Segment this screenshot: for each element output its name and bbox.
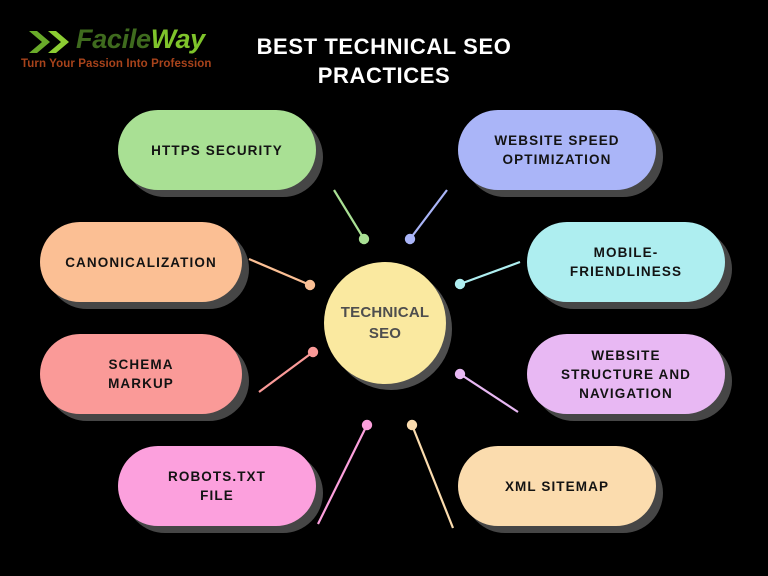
node-label-website-structure-and-navigation-line2: STRUCTURE AND — [560, 366, 692, 382]
node-robots-txt-file[interactable]: ROBOTS.TXT FILE — [118, 446, 316, 526]
node-label-mobile-friendliness: MOBILE- FRIENDLINESS — [570, 243, 682, 281]
node-label-website-speed-optimization-line1: WEBSITE SPEED — [494, 133, 620, 148]
link-mobile-friendliness — [459, 260, 521, 286]
link-canonicalization — [248, 257, 311, 287]
node-label-schema-markup: SCHEMA MARKUP — [108, 355, 174, 393]
center-node-technical-seo[interactable]: TECHNICAL SEO — [324, 262, 446, 384]
node-label-https-security-line1: HTTPS SECURITY — [151, 142, 283, 158]
node-label-canonicalization: CANONICALIZATION — [65, 253, 217, 272]
page-title-line1: BEST TECHNICAL SEO — [256, 34, 512, 59]
node-website-structure-and-navigation[interactable]: WEBSITE STRUCTURE AND NAVIGATION — [527, 334, 725, 414]
link-schema-markup — [258, 351, 314, 393]
node-label-schema-markup-line2: MARKUP — [108, 376, 174, 391]
link-website-structure-and-navigation-endpoint-dot — [454, 368, 466, 380]
node-label-website-speed-optimization: WEBSITE SPEED OPTIMIZATION — [494, 131, 619, 169]
page-title: BEST TECHNICAL SEO PRACTICES — [198, 32, 570, 90]
node-label-website-structure-and-navigation-line3: NAVIGATION — [579, 385, 673, 401]
link-website-speed-optimization-endpoint-dot — [404, 233, 416, 245]
node-mobile-friendliness[interactable]: MOBILE- FRIENDLINESS — [527, 222, 725, 302]
link-robots-txt-file — [317, 424, 368, 525]
link-xml-sitemap-endpoint-dot — [406, 419, 418, 431]
brand-name-part1: Facile — [76, 24, 151, 54]
node-label-robots-txt-file: ROBOTS.TXT FILE — [168, 467, 266, 505]
node-label-https-security: HTTPS SECURITY — [151, 141, 283, 160]
link-website-speed-optimization — [409, 189, 448, 240]
node-label-website-structure-and-navigation-line1: WEBSITE — [591, 347, 661, 363]
node-label-xml-sitemap: XML SITEMAP — [505, 477, 609, 496]
node-canonicalization[interactable]: CANONICALIZATION — [40, 222, 242, 302]
node-label-schema-markup-line1: SCHEMA — [108, 357, 174, 372]
link-robots-txt-file-endpoint-dot — [361, 419, 373, 431]
node-label-xml-sitemap-line1: XML SITEMAP — [504, 478, 610, 494]
brand-tagline: Turn Your Passion Into Profession — [21, 58, 212, 70]
link-canonicalization-endpoint-dot — [304, 279, 316, 291]
brand-wordmark: FacileWay — [76, 24, 205, 55]
center-node-label: TECHNICAL SEO — [341, 302, 429, 344]
node-website-speed-optimization[interactable]: WEBSITE SPEED OPTIMIZATION — [458, 110, 656, 190]
node-label-mobile-friendliness-line2: FRIENDLINESS — [569, 264, 683, 279]
node-xml-sitemap[interactable]: XML SITEMAP — [458, 446, 656, 526]
link-https-security — [333, 189, 365, 240]
center-node-label-line2: SEO — [368, 325, 402, 342]
double-chevron-right-icon — [29, 31, 69, 53]
center-node-label-line1: TECHNICAL — [340, 304, 430, 321]
node-label-robots-txt-file-line2: FILE — [200, 488, 234, 503]
node-https-security[interactable]: HTTPS SECURITY — [118, 110, 316, 190]
node-label-robots-txt-file-line1: ROBOTS.TXT — [168, 469, 266, 484]
node-label-mobile-friendliness-line1: MOBILE- — [593, 245, 659, 260]
brand-logo[interactable]: FacileWay Turn Your Passion Into Profess… — [18, 22, 218, 78]
link-mobile-friendliness-endpoint-dot — [454, 278, 466, 290]
node-label-canonicalization-line1: CANONICALIZATION — [65, 254, 217, 270]
node-label-website-structure-and-navigation: WEBSITE STRUCTURE AND NAVIGATION — [561, 346, 691, 403]
link-https-security-endpoint-dot — [358, 233, 370, 245]
page-title-line2: PRACTICES — [317, 63, 451, 88]
link-website-structure-and-navigation — [459, 373, 519, 413]
node-label-website-speed-optimization-line2: OPTIMIZATION — [502, 152, 612, 167]
brand-name-part2: Way — [150, 24, 205, 54]
node-schema-markup[interactable]: SCHEMA MARKUP — [40, 334, 242, 414]
link-xml-sitemap — [410, 424, 455, 529]
link-schema-markup-endpoint-dot — [307, 346, 319, 358]
